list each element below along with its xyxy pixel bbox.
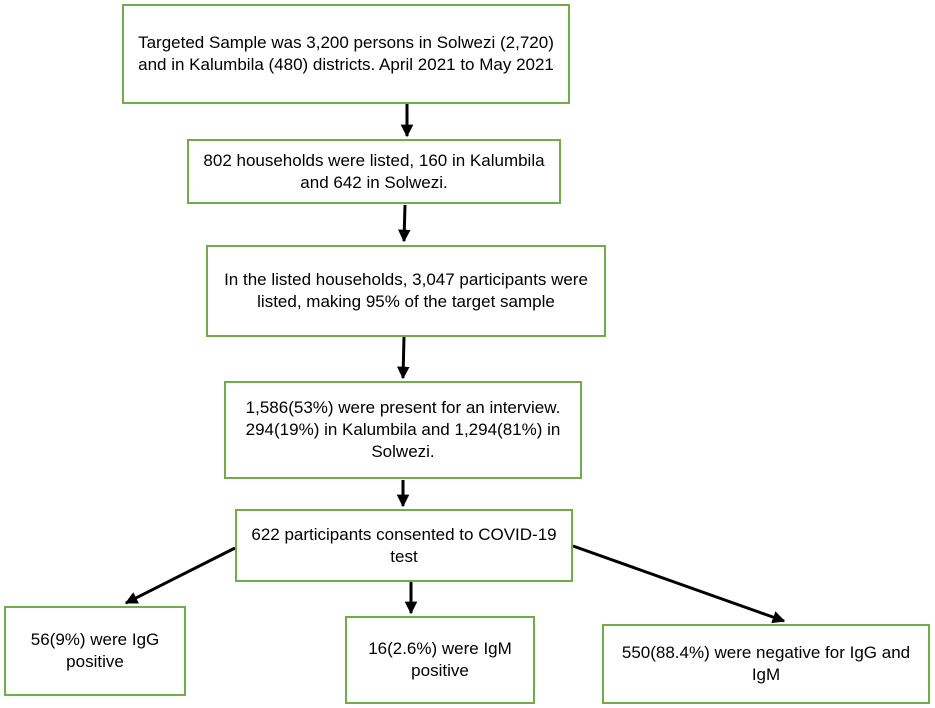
igg-positive-text: 56(9%) were IgG positive — [30, 630, 160, 671]
target-sample-box: Targeted Sample was 3,200 persons in Sol… — [122, 4, 570, 104]
igm-positive-text: 16(2.6%) were IgM positive — [368, 639, 512, 680]
negative-text: 550(88.4%) were negative for IgG and IgM — [621, 643, 911, 684]
negative-box: 550(88.4%) were negative for IgG and IgM — [602, 624, 930, 704]
present-interview-text: 1,586(53%) were present for an interview… — [245, 398, 561, 461]
target-sample-text: Targeted Sample was 3,200 persons in Sol… — [138, 33, 554, 74]
arrow-consented-to-negative — [572, 544, 786, 624]
consented-test-box: 622 participants consented to COVID-19 t… — [235, 509, 573, 582]
consented-test-text: 622 participants consented to COVID-19 t… — [251, 524, 557, 566]
arrow-households-to-participants — [398, 204, 411, 243]
igg-positive-box: 56(9%) were IgG positive — [4, 606, 186, 696]
arrow-participants-to-present — [396, 336, 410, 380]
igm-positive-box: 16(2.6%) were IgM positive — [345, 616, 535, 704]
participants-listed-box: In the listed households, 3,047 particip… — [206, 245, 606, 337]
arrow-consented-to-igg — [124, 546, 236, 605]
participants-listed-text: In the listed households, 3,047 particip… — [224, 270, 588, 311]
households-listed-text: 802 households were listed, 160 in Kalum… — [203, 150, 545, 192]
present-interview-box: 1,586(53%) were present for an interview… — [224, 381, 582, 479]
households-listed-box: 802 households were listed, 160 in Kalum… — [187, 139, 561, 204]
